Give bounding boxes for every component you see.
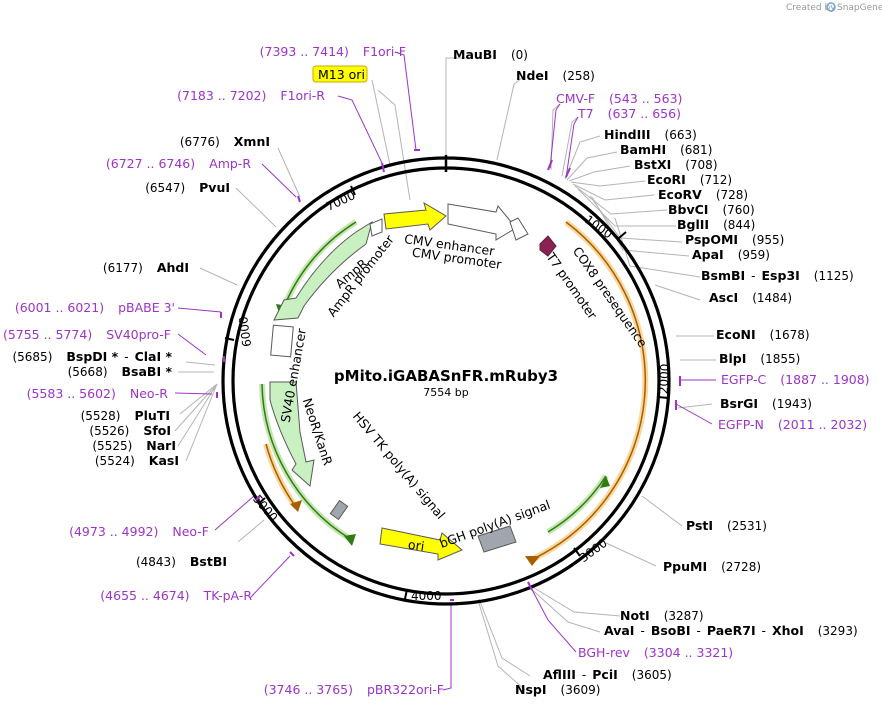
tick-label-4000: 4000: [411, 589, 442, 603]
site-bbvci: BbvCI(760): [668, 202, 755, 217]
tick-label-3000: 3000: [577, 536, 610, 565]
primer-amp-r: (6727 .. 6746)Amp-R: [106, 156, 251, 171]
site-maubi: MauBI(0): [453, 47, 528, 62]
feature-ori: [379, 527, 463, 561]
feature-orange-arc-right: [525, 219, 649, 566]
label-hsv: HSV TK poly(A) signal: [350, 409, 449, 522]
snapgene-credit: Created by SnapGene: [786, 2, 882, 13]
feature-cmv-enhancer: [383, 201, 447, 231]
site-bsabi: (5668)BsaBI *: [68, 364, 173, 379]
feature-green-arc-right: [546, 474, 610, 535]
snapgene-logo-icon: [826, 2, 836, 12]
site-hindiii: HindIII(663): [604, 127, 697, 142]
site-asci: AscI(1484): [709, 290, 792, 305]
site-noti: NotI(3287): [620, 608, 704, 623]
site-afliii: AflIII-PciI(3605): [543, 667, 672, 682]
primer-f1ori-r: (7183 .. 7202)F1ori-R: [177, 88, 325, 103]
credit-created-by: Created by: [786, 3, 836, 13]
tick-label-6000: 6000: [236, 316, 254, 348]
site-bsrgi: BsrGI(1943): [720, 396, 812, 411]
feature-sv40-box: [270, 324, 294, 358]
feature-cox8: [539, 235, 557, 257]
primer-bghrev: BGH-rev(3304 .. 3321): [578, 645, 733, 660]
primer-pbabe: (6001 .. 6021)pBABE 3': [15, 300, 175, 315]
primer-pbr322: (3746 .. 3765)pBR322ori-F: [264, 682, 444, 697]
feature-ampr: [273, 220, 373, 321]
site-ahdi: (6177)AhdI: [103, 260, 189, 275]
left-labels: (3746 .. 3765)pBR322ori-F (4655 .. 4674)…: [3, 44, 444, 697]
site-nspi: NspI(3609): [515, 682, 600, 697]
site-ndei: NdeI(258): [516, 68, 595, 83]
leader-lines: [174, 57, 716, 691]
site-sfoi: (5526)SfoI: [89, 423, 171, 438]
label-ori: ori: [407, 537, 425, 554]
primer-tkpa: (4655 .. 4674)TK-pA-R: [100, 588, 252, 603]
label-m13-ori: M13 ori: [318, 67, 365, 82]
site-psti: PstI(2531): [686, 518, 767, 533]
feature-t7-promoter-arrow: [509, 217, 529, 241]
site-bsmbi: BsmBI-Esp3I(1125): [701, 268, 854, 283]
site-pluti: (5528)PluTI: [81, 408, 170, 423]
primer-cmvf: CMV-F(543 .. 563): [556, 91, 682, 106]
site-bamhi: BamHI(681): [620, 142, 712, 157]
site-ppumi: PpuMI(2728): [663, 559, 761, 574]
scale-ticks: [224, 185, 669, 600]
primer-f1ori-f: (7393 .. 7414)F1ori-F: [260, 44, 406, 59]
primer-sv40prof: (5755 .. 5774)SV40pro-F: [3, 327, 171, 342]
primer-lines: [174, 51, 716, 691]
site-apai: ApaI(959): [692, 247, 770, 262]
feature-orange-arc-left: [263, 443, 302, 512]
site-bstxi: BstXI(708): [634, 157, 718, 172]
site-nari: (5525)NarI: [92, 438, 176, 453]
credit-brand: SnapGene: [837, 3, 882, 13]
m13-ori-badge: [312, 65, 368, 83]
feature-ampr-promoter: [369, 218, 383, 237]
feature-neor: [269, 381, 315, 487]
plasmid-name: pMito.iGABASnFR.mRuby3: [334, 367, 558, 385]
feature-green-arc-lower-left: [259, 383, 356, 546]
site-xmni: (6776)XmnI: [180, 134, 270, 149]
primer-neo-r: (5583 .. 5602)Neo-R: [27, 386, 169, 401]
plasmid-length: 7554 bp: [423, 386, 468, 399]
primer-egfpn: EGFP-N(2011 .. 2032): [718, 417, 867, 432]
right-labels: MauBI(0) NdeI(258) CMV-F(543 .. 563) T7(…: [453, 47, 870, 697]
feature-cmv-promoter: [447, 203, 517, 241]
feature-bgh: [477, 525, 517, 553]
site-bspdi: (5685)BspDI *-ClaI *: [12, 349, 172, 364]
tick-label-2000: 2000: [656, 363, 672, 394]
site-pvui: (6547)PvuI: [145, 180, 230, 195]
site-pspomi: PspOMI(955): [685, 232, 784, 247]
site-ecori: EcoRI(712): [647, 172, 732, 187]
site-ecorv: EcoRV(728): [658, 187, 748, 202]
feature-small-grey-box: [329, 499, 349, 521]
site-econi: EcoNI(1678): [716, 327, 810, 342]
site-kasi: (5524)KasI: [95, 453, 179, 468]
m13-ori-label-group: M13 ori: [312, 65, 368, 83]
primer-site-marks: [216, 149, 681, 601]
site-bglii: BglII(844): [677, 217, 755, 232]
site-blpi: BlpI(1855): [719, 351, 800, 366]
site-avai: AvaI-BsoBI-PaeR7I-XhoI(3293): [604, 623, 858, 638]
primer-neof: (4973 .. 4992)Neo-F: [69, 524, 209, 539]
primer-egfpc: EGFP-C(1887 .. 1908): [721, 372, 870, 387]
primer-t7: T7(637 .. 656): [577, 106, 681, 121]
site-bstbi: (4843)BstBI: [136, 554, 227, 569]
